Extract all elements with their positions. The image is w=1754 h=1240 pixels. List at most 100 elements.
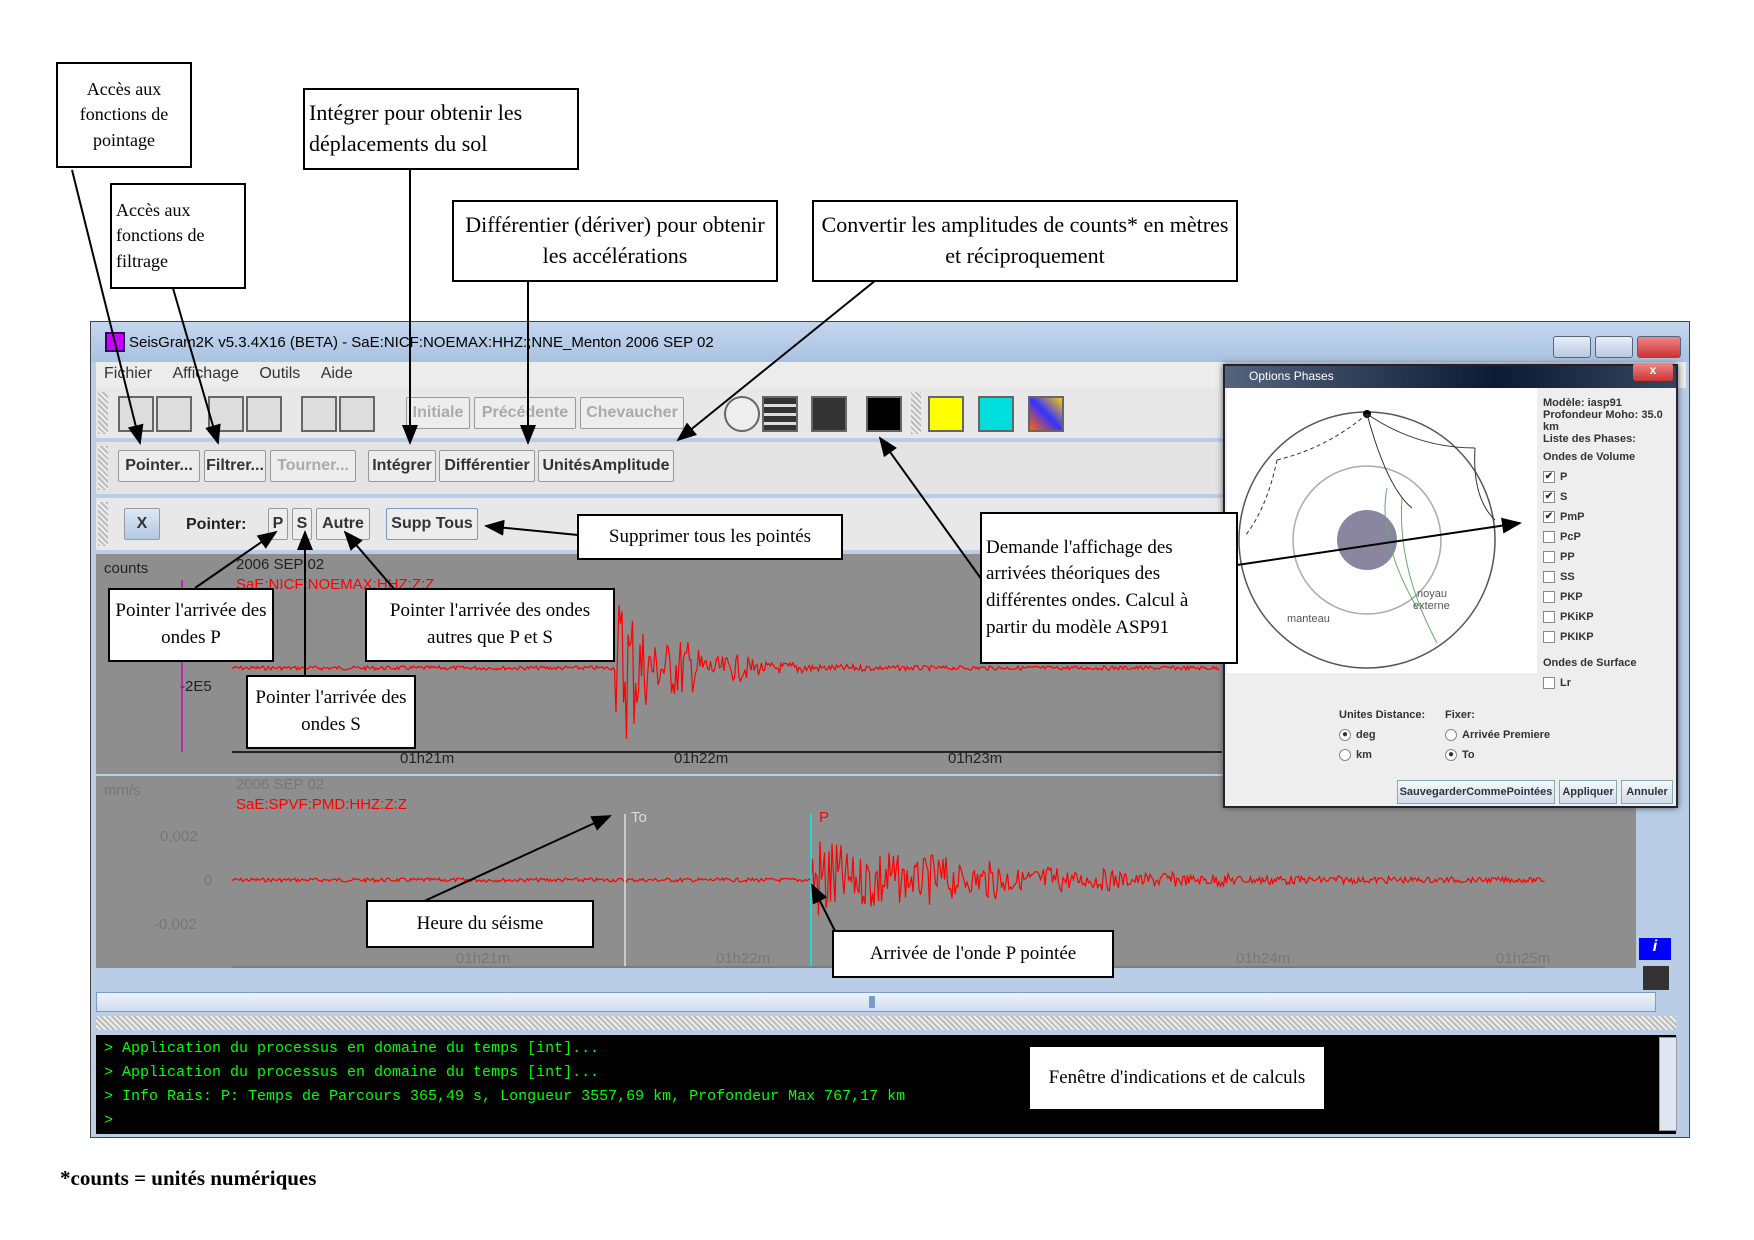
surface-label: Ondes de Surface (1543, 657, 1637, 669)
fixer-label: Fixer: (1445, 709, 1475, 721)
toolbar-grip-2[interactable] (911, 392, 921, 434)
phase-checkbox-pkikp[interactable]: PKIKP (1543, 628, 1594, 646)
filtrer-button[interactable]: Filtrer... (204, 450, 266, 482)
checkbox-icon[interactable] (1543, 611, 1555, 623)
console-scrollbar[interactable] (1659, 1037, 1677, 1131)
earth-ray-diagram: noyau externe manteau (1227, 388, 1537, 673)
inner-core (1337, 510, 1397, 570)
console-line: > (104, 1112, 114, 1129)
phase-checkbox-lr[interactable]: Lr (1543, 674, 1571, 692)
checkbox-icon[interactable] (1543, 551, 1555, 563)
note-pointer-s: Pointer l'arrivée des ondes S (246, 675, 416, 749)
tourner-button[interactable]: Tourner... (270, 450, 356, 482)
menu-affichage[interactable]: Affichage (172, 365, 239, 382)
note-pointer-p: Pointer l'arrivée des ondes P (108, 588, 274, 662)
annuler-button[interactable]: Annuler (1621, 780, 1673, 804)
toolbar-grip[interactable] (98, 502, 108, 546)
note-demande: Demande l'affichage des arrivées théoriq… (980, 512, 1238, 664)
phase-checkbox-pmp[interactable]: ✔PmP (1543, 511, 1585, 523)
note-differentier: Différentier (dériver) pour obtenir les … (452, 200, 778, 282)
spectrogram-icon[interactable] (1028, 396, 1064, 432)
options-phases-dialog: Options Phases x noyau externe manteau M… (1223, 363, 1678, 808)
phase-checkbox-pkikp[interactable]: PKiKP (1543, 608, 1594, 626)
toolbar-grip[interactable] (98, 446, 108, 490)
initiale-button[interactable]: Initiale (406, 397, 470, 429)
radio-km[interactable]: km (1339, 746, 1372, 764)
minimize-button[interactable] (1553, 336, 1591, 358)
arrow-filtrage (169, 277, 221, 445)
manteau-label: manteau (1287, 613, 1330, 625)
arrow-arrivee-p (811, 883, 836, 932)
ray-paths-svg (1238, 410, 1496, 669)
arrow-pointer-autre (343, 530, 396, 591)
p-marker-label: P (819, 809, 830, 826)
note-pointer-autres: Pointer l'arrivée des ondes autres que P… (365, 588, 615, 662)
scrollbar-thumb[interactable] (869, 996, 875, 1008)
phase-checkbox-ss[interactable]: SS (1543, 568, 1575, 586)
black-box-icon[interactable] (811, 396, 847, 432)
checkbox-icon[interactable]: ✔ (1543, 471, 1555, 483)
console-line: > Application du processus en domaine du… (104, 1040, 600, 1057)
radio-arrivee-premiere[interactable]: Arrivée Premiere (1445, 726, 1550, 744)
theoretical-arrivals-ps-icon[interactable] (866, 396, 902, 432)
info-icon[interactable]: i (1639, 938, 1671, 960)
checkbox-icon[interactable] (1543, 677, 1555, 689)
arrow-demande-dialog (1236, 517, 1522, 566)
close-picking-button[interactable]: X (124, 508, 160, 540)
scroll-right-icon[interactable] (339, 396, 375, 432)
arrow-convertir (676, 279, 877, 442)
title-bar: SeisGram2K v5.3.4X16 (BETA) - SaE:NICF:N… (91, 322, 1689, 362)
dialog-close-button[interactable]: x (1633, 363, 1673, 381)
checkbox-icon[interactable]: ✔ (1543, 491, 1555, 503)
ramp-down-icon[interactable] (156, 396, 192, 432)
console-line: > Info Rais: P: Temps de Parcours 365,49… (104, 1088, 906, 1105)
phase-checkbox-pkp[interactable]: PKP (1543, 588, 1583, 606)
trace2-date: 2006 SEP 02 (236, 776, 325, 793)
phase-checkbox-pcp[interactable]: PcP (1543, 528, 1581, 546)
unites-distance-label: Unites Distance: (1339, 709, 1426, 721)
unites-amplitude-button[interactable]: UnitésAmplitude (538, 450, 674, 482)
menu-fichier[interactable]: Fichier (104, 365, 153, 382)
trace2-xtick: 01h21m (456, 950, 511, 967)
trace2-xtick: 01h25m (1496, 950, 1551, 967)
menu-outils[interactable]: Outils (259, 365, 301, 382)
pointer-button[interactable]: Pointer... (118, 450, 200, 482)
phase-checkbox-p[interactable]: ✔P (1543, 471, 1568, 483)
windows-icon[interactable] (1643, 966, 1669, 990)
horizontal-scrollbar[interactable] (96, 992, 1656, 1012)
checkbox-icon[interactable]: ✔ (1543, 511, 1555, 523)
globe-icon[interactable] (724, 396, 760, 432)
checkbox-icon[interactable] (1543, 571, 1555, 583)
particle-motion-s-icon[interactable] (978, 396, 1014, 432)
menu-aide[interactable]: Aide (320, 365, 353, 382)
trace2-station: SaE:SPVF:PMD:HHZ:Z:Z (236, 796, 407, 813)
toolbar-grip[interactable] (98, 392, 108, 434)
list-icon[interactable] (762, 396, 798, 432)
appliquer-button[interactable]: Appliquer (1559, 780, 1617, 804)
radio-to[interactable]: ●To (1445, 746, 1475, 764)
phase-checkbox-s[interactable]: ✔S (1543, 491, 1568, 503)
scroll-left-icon[interactable] (301, 396, 337, 432)
particle-motion-p-icon[interactable] (928, 396, 964, 432)
phase-checkbox-pp[interactable]: PP (1543, 548, 1575, 566)
checkbox-icon[interactable] (1543, 531, 1555, 543)
modele-label: Modèle: iasp91 (1543, 397, 1622, 409)
outer-core-boundary (1292, 465, 1442, 615)
arrow-supprimer (484, 519, 579, 536)
differentier-button[interactable]: Différentier (439, 450, 535, 482)
noyau-label: noyau (1417, 588, 1447, 600)
split-pane-divider[interactable] (96, 1016, 1676, 1030)
zoom-out-time-icon[interactable] (246, 396, 282, 432)
chevaucher-button[interactable]: Chevaucher (580, 397, 684, 429)
close-button[interactable] (1637, 336, 1681, 358)
supp-tous-button[interactable]: Supp Tous (386, 508, 478, 540)
maximize-button[interactable] (1595, 336, 1633, 358)
sauvegarder-button[interactable]: SauvegarderCommePointées (1397, 780, 1555, 804)
radio-deg[interactable]: ●deg (1339, 726, 1376, 744)
trace2-ytick: 0 (204, 872, 213, 889)
checkbox-icon[interactable] (1543, 631, 1555, 643)
precedente-button[interactable]: Précédente (474, 397, 576, 429)
integrer-button[interactable]: Intégrer (368, 450, 436, 482)
note-supprimer: Supprimer tous les pointés (577, 514, 843, 560)
checkbox-icon[interactable] (1543, 591, 1555, 603)
